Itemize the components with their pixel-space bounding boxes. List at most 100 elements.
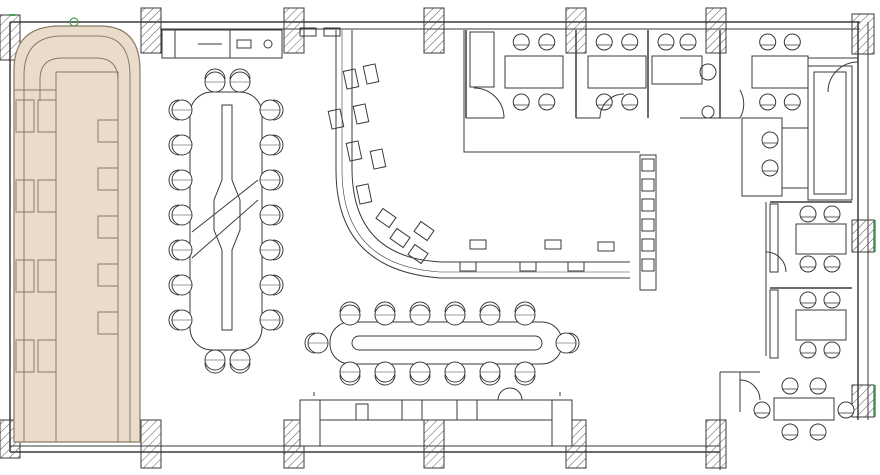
counter-top-stool-2 [323, 27, 341, 37]
counter-stool-h-2 [544, 239, 562, 250]
right-booth-table-0 [795, 223, 847, 255]
door-swing-2 [599, 93, 625, 119]
chair-seat [595, 93, 613, 111]
booth-table-2 [587, 55, 647, 89]
center-table-top [329, 321, 563, 365]
center-table-chair-top-4 [479, 301, 501, 326]
cabinet-sink [236, 39, 252, 49]
booth-1-chair-d [538, 93, 556, 111]
counter-stool-c-2 [413, 220, 435, 242]
booth-3-chair-a [657, 33, 675, 51]
bottom-counter [299, 399, 573, 421]
top-cabinet [161, 29, 283, 59]
chair-seat [781, 423, 799, 441]
chair-back [272, 169, 284, 191]
booth-4-chair-a [759, 33, 777, 51]
meeting-booths [465, 30, 859, 441]
bottom-counter-block-2 [401, 399, 423, 421]
long-table-chair-left-4 [168, 239, 193, 261]
chair-seat [753, 401, 771, 419]
chair-seat [761, 159, 779, 177]
long-table-chair-top-1 [204, 68, 226, 93]
chair-seat [837, 401, 855, 419]
bench-seat-b-0 [37, 99, 57, 133]
chair-seat [679, 33, 697, 51]
left-bench-zone [13, 25, 141, 443]
center-table-chair-bottom-4 [479, 361, 501, 386]
chair-back [272, 274, 284, 296]
booth-table-4 [751, 55, 809, 89]
lower-booth-chair-e [753, 401, 771, 419]
chair-back [168, 274, 180, 296]
bottom-counter-basin [497, 387, 523, 401]
booth-4-chair-d [783, 93, 801, 111]
right-booth-table-1 [795, 309, 847, 341]
right-booth-bench-0 [769, 203, 779, 273]
right-booth-bench-1 [769, 289, 779, 359]
right-booth-1-chair-d [823, 341, 841, 359]
counter-back-line [463, 30, 640, 153]
booth-sofa-1 [469, 31, 495, 88]
chair-seat [595, 33, 613, 51]
bench-stool-0 [97, 119, 119, 143]
lower-booth-chair-c [781, 423, 799, 441]
long-conference-table [168, 68, 284, 374]
counter-stool-h-4 [597, 241, 615, 252]
chair-back [374, 301, 396, 313]
right-booth-1-chair-a [799, 291, 817, 309]
counter-stool-v-3 [352, 103, 370, 125]
counter-stool-h-5 [459, 261, 477, 272]
column-9 [140, 419, 162, 469]
door-swing-1 [473, 87, 505, 119]
chair-back [272, 99, 284, 121]
bench-stool-2 [97, 215, 119, 239]
counter-end-stool-2 [641, 198, 655, 212]
lower-booth-chair-d [809, 423, 827, 441]
chair-seat [759, 93, 777, 111]
chair-seat [799, 291, 817, 309]
column-4 [423, 7, 445, 54]
booth-4-chair-b [783, 33, 801, 51]
side-sofa [781, 127, 809, 189]
right-tall-cabinet-inner [813, 71, 847, 195]
bottom-counter-block-1 [355, 403, 369, 421]
counter-end-stool-1 [641, 178, 655, 192]
counter-edge-3 [341, 30, 630, 273]
chair-back [409, 301, 431, 313]
lower-booth-table [773, 397, 835, 421]
counter-edge-1 [335, 30, 630, 279]
chair-seat [783, 93, 801, 111]
column-3 [283, 7, 305, 54]
chair-back [204, 68, 226, 80]
chair-back [168, 99, 180, 121]
counter-end-stool-5 [641, 258, 655, 272]
right-booth-0-chair-d [823, 255, 841, 273]
door-swing-5 [765, 251, 787, 273]
booth-2-chair-d [621, 93, 639, 111]
long-table-top [189, 91, 263, 351]
chair-seat [783, 33, 801, 51]
chair-seat [538, 33, 556, 51]
long-table-chair-left-5 [168, 274, 193, 296]
chair-back [272, 309, 284, 331]
chair-seat [809, 423, 827, 441]
side-chair-0 [761, 131, 779, 149]
chair-seat [761, 131, 779, 149]
long-table-chair-left-3 [168, 204, 193, 226]
center-table-chair-right [555, 332, 580, 354]
long-table-chair-right-1 [259, 134, 284, 156]
chair-back [444, 301, 466, 313]
bottom-counter-block-0 [299, 399, 321, 447]
chair-back [272, 134, 284, 156]
long-table-chair-right-5 [259, 274, 284, 296]
chair-back [479, 374, 501, 386]
chair-seat [781, 377, 799, 395]
bench-stool-3 [97, 263, 119, 287]
bench-seat-a-3 [15, 339, 35, 373]
long-table-chair-bottom-2 [229, 349, 251, 374]
center-table-chair-top-5 [514, 301, 536, 326]
center-table-chair-bottom-5 [514, 361, 536, 386]
booth-3-chair-b [679, 33, 697, 51]
chair-back [229, 68, 251, 80]
